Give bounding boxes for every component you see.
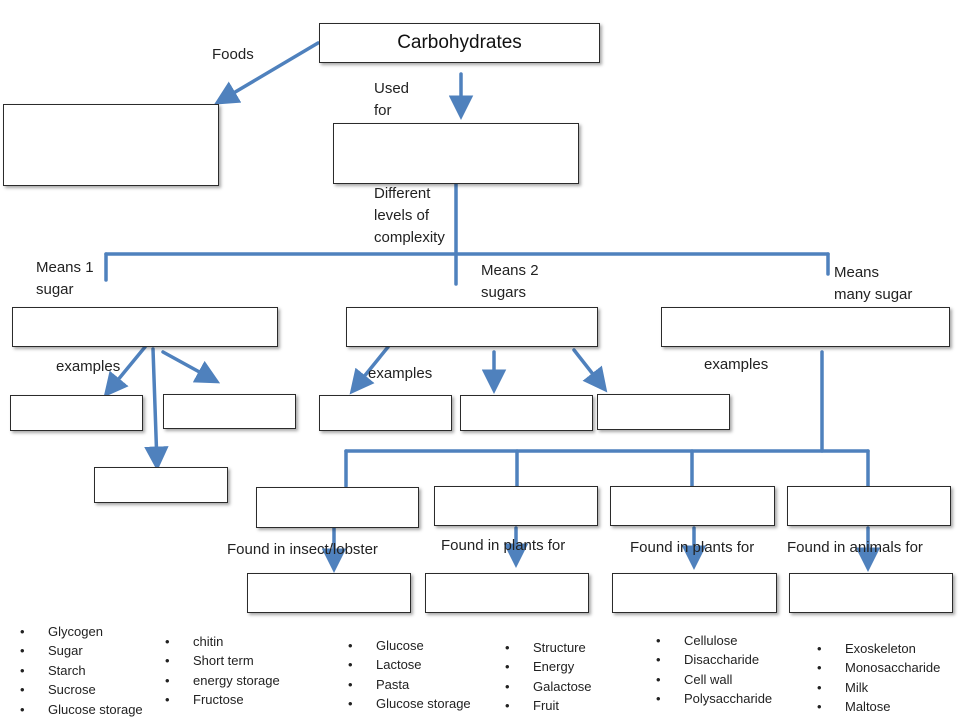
polysaccharide-answer-box[interactable] bbox=[661, 307, 950, 347]
poly-use-box-3[interactable] bbox=[612, 573, 777, 613]
mono-example-box-1[interactable] bbox=[10, 395, 143, 431]
arrow-mono-example-3 bbox=[144, 347, 169, 471]
arrow-mono-example-1 bbox=[103, 345, 147, 398]
di-example-box-1[interactable] bbox=[319, 395, 452, 431]
word-bank-item: Sucrose bbox=[20, 680, 143, 700]
complexity-line-2: levels of bbox=[374, 207, 430, 224]
complexity-line-3: complexity bbox=[374, 229, 445, 246]
di-definition-line-1: Means 2 bbox=[481, 262, 539, 279]
used-for-label: Used for bbox=[374, 78, 409, 122]
di-example-box-2[interactable] bbox=[460, 395, 593, 431]
word-bank-item: Glucose storage bbox=[348, 694, 471, 714]
word-bank-item: Sugar bbox=[20, 641, 143, 661]
word-bank-list-1: Glycogen Sugar Starch Sucrose Glucose st… bbox=[20, 622, 143, 719]
word-bank-item: Glucose bbox=[348, 636, 471, 656]
poly-example-box-4[interactable] bbox=[787, 486, 951, 526]
found-animals-label: Found in animals for bbox=[787, 539, 923, 556]
mono-definition-label: Means 1 sugar bbox=[36, 257, 94, 301]
word-bank-item: chitin bbox=[165, 632, 280, 652]
complexity-line-1: Different bbox=[374, 185, 431, 202]
word-bank-item: Cellulose bbox=[656, 631, 772, 651]
mono-examples-label: examples bbox=[56, 358, 121, 375]
poly-example-box-3[interactable] bbox=[610, 486, 775, 526]
word-bank-list-5: Cellulose Disaccharide Cell wall Polysac… bbox=[656, 631, 772, 709]
poly-example-box-1[interactable] bbox=[256, 487, 419, 528]
foods-label: Foods bbox=[212, 46, 254, 63]
word-bank-item: Milk bbox=[817, 678, 940, 698]
word-bank-item: Pasta bbox=[348, 675, 471, 695]
used-for-line-2: for bbox=[374, 102, 392, 119]
used-for-answer-box[interactable] bbox=[333, 123, 579, 184]
used-for-line-1: Used bbox=[374, 80, 410, 97]
word-bank-item: energy storage bbox=[165, 671, 280, 691]
word-bank-list-4: Structure Energy Galactose Fruit bbox=[505, 638, 592, 716]
word-bank-item: Galactose bbox=[505, 677, 592, 697]
monosaccharide-answer-box[interactable] bbox=[12, 307, 278, 347]
poly-use-box-2[interactable] bbox=[425, 573, 589, 613]
found-plants-label-2: Found in plants for bbox=[630, 539, 755, 556]
poly-examples-label: examples bbox=[704, 356, 769, 373]
di-examples-label: examples bbox=[368, 365, 433, 382]
word-bank-item: Energy bbox=[505, 657, 592, 677]
foods-answer-box[interactable] bbox=[3, 104, 219, 186]
word-bank-item: Disaccharide bbox=[656, 650, 772, 670]
di-definition-label: Means 2 sugars bbox=[481, 260, 539, 304]
di-example-box-3[interactable] bbox=[597, 394, 730, 430]
poly-definition-line-1: Means bbox=[834, 264, 880, 281]
disaccharide-answer-box[interactable] bbox=[346, 307, 598, 347]
carbohydrates-title-box: Carbohydrates bbox=[319, 23, 600, 63]
arrow-di-example-3 bbox=[572, 348, 608, 393]
word-bank-item: Polysaccharide bbox=[656, 689, 772, 709]
word-bank-list-6: Exoskeleton Monosaccharide Milk Maltose bbox=[817, 639, 940, 717]
word-bank-item: Glycogen bbox=[20, 622, 143, 642]
mono-definition-line-1: Means 1 bbox=[36, 259, 94, 276]
word-bank-item: Fruit bbox=[505, 696, 592, 716]
found-plants-label-1: Found in plants for bbox=[441, 537, 566, 554]
word-bank-item: Glucose storage bbox=[20, 700, 143, 720]
word-bank-item: Structure bbox=[505, 638, 592, 658]
found-insect-label: Found in insect/lobster bbox=[227, 541, 378, 558]
arrow-di-example-1 bbox=[349, 345, 390, 395]
mono-definition-line-2: sugar bbox=[36, 281, 74, 298]
arrow-mono-example-2 bbox=[161, 350, 221, 384]
word-bank-item: Short term bbox=[165, 651, 280, 671]
word-bank-list-2: chitin Short term energy storage Fructos… bbox=[165, 632, 280, 710]
word-bank-item: Maltose bbox=[817, 697, 940, 717]
di-definition-line-2: sugars bbox=[481, 284, 527, 301]
poly-definition-line-2: many sugar bbox=[834, 286, 913, 303]
poly-example-box-2[interactable] bbox=[434, 486, 598, 526]
word-bank-list-3: Glucose Lactose Pasta Glucose storage bbox=[348, 636, 471, 714]
word-bank-item: Starch bbox=[20, 661, 143, 681]
complexity-label: Different levels of complexity bbox=[374, 183, 445, 249]
word-bank-item: Cell wall bbox=[656, 670, 772, 690]
word-bank-item: Monosaccharide bbox=[817, 658, 940, 678]
mono-example-box-3[interactable] bbox=[94, 467, 228, 503]
word-bank-item: Lactose bbox=[348, 655, 471, 675]
poly-use-box-1[interactable] bbox=[247, 573, 411, 613]
arrow-title-to-foods bbox=[213, 41, 320, 105]
poly-definition-label: Means many sugar bbox=[834, 262, 912, 306]
word-bank-item: Exoskeleton bbox=[817, 639, 940, 659]
poly-use-box-4[interactable] bbox=[789, 573, 953, 613]
word-bank-item: Fructose bbox=[165, 690, 280, 710]
mono-example-box-2[interactable] bbox=[163, 394, 296, 429]
